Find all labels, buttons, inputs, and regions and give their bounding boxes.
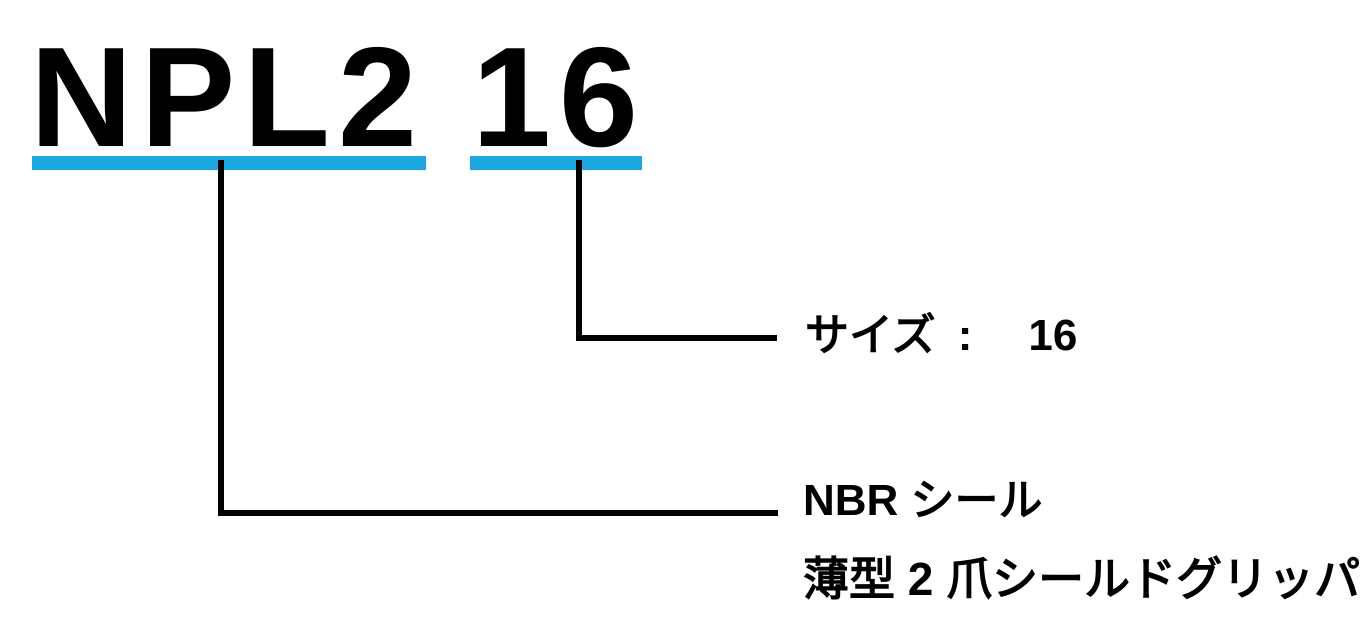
seal-callout-label: NBR シール 薄型 2 爪シールドグリッパ xyxy=(803,476,1361,605)
model-code-size: 16 xyxy=(472,18,646,177)
size-callout-label: サイズ: 16 xyxy=(805,312,1077,360)
size-callout-line-vertical xyxy=(576,160,582,341)
model-code-prefix: NPL2 xyxy=(30,18,425,177)
size-label-text: サイズ xyxy=(805,311,936,360)
size-label-separator: : xyxy=(957,311,973,360)
size-underline-highlight xyxy=(470,156,642,170)
prefix-callout-line-vertical xyxy=(218,160,224,516)
seal-type-label: NBR シール xyxy=(803,476,1043,525)
size-label-value: 16 xyxy=(1028,311,1078,360)
series-name-label: 薄型 2 爪シールドグリッパ xyxy=(803,553,1361,605)
prefix-callout-line-horizontal xyxy=(218,510,778,516)
size-callout-line-horizontal xyxy=(576,335,777,341)
prefix-underline-highlight xyxy=(32,156,426,170)
